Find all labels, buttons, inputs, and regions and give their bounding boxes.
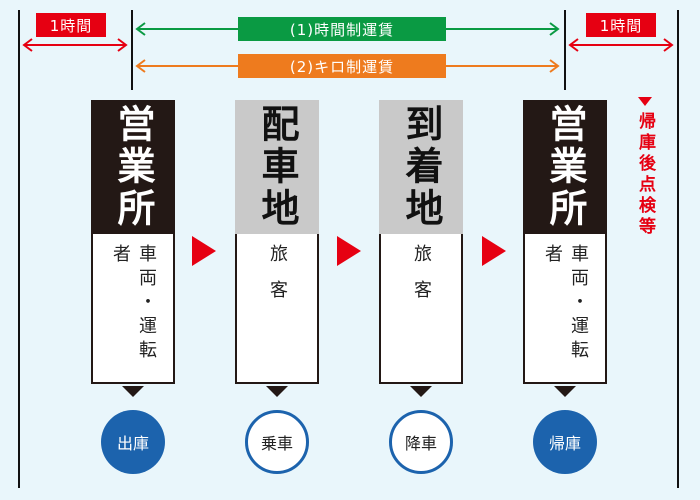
column-title: 営業所 bbox=[91, 100, 175, 234]
circle-board: 乗車 bbox=[245, 410, 309, 474]
hour-right-arrow bbox=[568, 38, 674, 52]
column-pickup: 配車地 旅客 bbox=[235, 100, 319, 384]
return-label: 帰庫 bbox=[548, 434, 581, 453]
departure-boundary-line bbox=[131, 10, 133, 90]
hour-left-arrow bbox=[22, 38, 128, 52]
pointer-1-icon bbox=[122, 386, 144, 397]
fare-km-tag: (2)キロ制運賃 bbox=[238, 54, 446, 78]
board-label: 乗車 bbox=[260, 434, 293, 453]
arrival-boundary-line bbox=[564, 10, 566, 90]
alight-label: 降車 bbox=[404, 434, 437, 453]
dropoff-title: 到着地 bbox=[399, 104, 443, 230]
column-depot-start: 営業所 車両・運転者 bbox=[91, 100, 175, 384]
depot-start-body: 車両・運転者 bbox=[110, 244, 157, 364]
pointer-2-icon bbox=[266, 386, 288, 397]
post-return-inspection-note: 帰庫後点検等 bbox=[635, 112, 655, 238]
column-dropoff: 到着地 旅客 bbox=[379, 100, 463, 384]
pointer-3-icon bbox=[410, 386, 432, 397]
flow-arrow-2-icon bbox=[337, 236, 361, 266]
pickup-body: 旅客 bbox=[267, 244, 288, 316]
pickup-title: 配車地 bbox=[255, 104, 299, 230]
fare-time-tag: (1)時間制運賃 bbox=[238, 17, 446, 41]
circle-return: 帰庫 bbox=[533, 410, 597, 474]
flow-arrow-1-icon bbox=[192, 236, 216, 266]
column-body: 旅客 bbox=[379, 234, 463, 384]
hour-left-tag: 1時間 bbox=[36, 13, 106, 37]
depot-return-body: 車両・運転者 bbox=[542, 244, 589, 364]
right-boundary-line bbox=[677, 10, 679, 488]
depart-label: 出庫 bbox=[116, 434, 149, 453]
column-body: 車両・運転者 bbox=[523, 234, 607, 384]
column-depot-return: 営業所 車両・運転者 bbox=[523, 100, 607, 384]
column-title: 到着地 bbox=[379, 100, 463, 234]
left-boundary-line bbox=[18, 10, 20, 488]
depot-start-title: 営業所 bbox=[111, 104, 155, 230]
column-body: 車両・運転者 bbox=[91, 234, 175, 384]
column-body: 旅客 bbox=[235, 234, 319, 384]
depot-return-title: 営業所 bbox=[543, 104, 587, 230]
note-marker-icon bbox=[638, 97, 652, 106]
hour-right-tag: 1時間 bbox=[586, 13, 656, 37]
column-title: 配車地 bbox=[235, 100, 319, 234]
column-title: 営業所 bbox=[523, 100, 607, 234]
circle-alight: 降車 bbox=[389, 410, 453, 474]
dropoff-body: 旅客 bbox=[411, 244, 432, 316]
pointer-4-icon bbox=[554, 386, 576, 397]
circle-depart: 出庫 bbox=[101, 410, 165, 474]
flow-arrow-3-icon bbox=[482, 236, 506, 266]
